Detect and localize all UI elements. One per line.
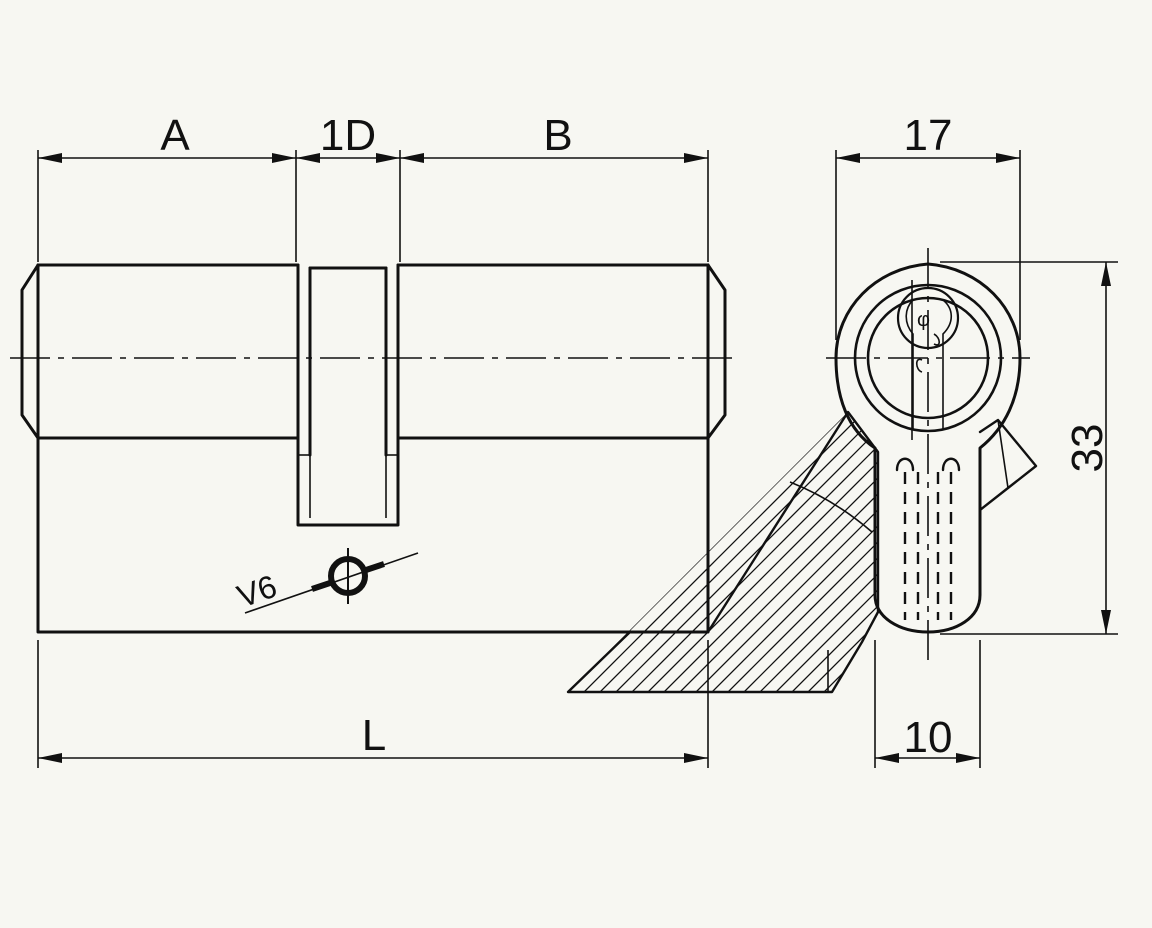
hatch-line	[928, 400, 1152, 700]
hatch-line	[896, 400, 1152, 700]
hatch-line	[568, 412, 797, 692]
dim-a-label: A	[160, 111, 190, 160]
hatch-line	[568, 412, 637, 692]
hatch-line	[80, 400, 380, 700]
hatch-line	[568, 412, 829, 692]
cylinder-profile-view: φ	[826, 248, 1038, 660]
hatch-line	[568, 412, 621, 692]
hatch-line	[944, 400, 1152, 700]
hatch-line	[568, 412, 733, 692]
hatch-line	[112, 400, 412, 700]
dimension-lines	[37, 150, 1118, 768]
hatch-line	[568, 412, 813, 692]
hatch-line	[719, 412, 878, 692]
hatch-line	[16, 400, 316, 700]
hatch-line	[1120, 400, 1152, 700]
hatch-line	[912, 400, 1152, 700]
hatch-line	[568, 412, 589, 692]
hatch-line	[568, 412, 749, 692]
hatch-line	[799, 412, 878, 692]
dim-1d-label: 1D	[320, 111, 376, 160]
svg-text:φ: φ	[917, 309, 930, 331]
hatch-line	[735, 412, 878, 692]
cylinder-side-view	[10, 263, 740, 634]
screw-hole: V6	[233, 548, 419, 615]
hatch-line	[568, 412, 845, 692]
hatch-line	[0, 400, 268, 700]
hatch-line	[1136, 400, 1152, 700]
hatch-line	[0, 400, 220, 700]
hatch-line	[687, 412, 878, 692]
hatch-line	[655, 412, 878, 692]
hatch-line	[568, 412, 701, 692]
hatch-line	[96, 400, 396, 700]
hatch-line	[607, 412, 878, 692]
hatch-line	[783, 412, 878, 692]
hatch-line	[575, 412, 877, 692]
hatch-line	[64, 400, 364, 700]
hatch-line	[767, 412, 878, 692]
hatch-line	[671, 412, 878, 692]
hatch-line	[960, 400, 1152, 700]
hatch-line	[240, 400, 540, 700]
screw-size-label: V6	[233, 568, 282, 615]
dim-l-label: L	[362, 711, 386, 760]
dim-width-label: 17	[904, 111, 953, 160]
hatch-line	[32, 400, 332, 700]
dim-bottom-label: 10	[904, 713, 953, 762]
hatch-line	[224, 400, 524, 700]
hatch-line	[176, 400, 476, 700]
hatch-line	[703, 412, 878, 692]
hatch-line	[0, 400, 300, 700]
hatch-line	[568, 412, 669, 692]
hatch-line	[568, 412, 765, 692]
hatch-line	[568, 412, 717, 692]
hatch-line	[568, 412, 573, 692]
hatch-line	[591, 412, 878, 692]
hatch-line	[208, 400, 508, 700]
dim-height-label: 33	[1063, 424, 1112, 473]
hatch-line	[128, 400, 428, 700]
hatch-line	[48, 400, 348, 700]
hatch-line	[568, 412, 685, 692]
hatch-line	[568, 412, 781, 692]
hatch-line	[0, 400, 284, 700]
hatch-line	[256, 400, 556, 700]
hatch-line	[639, 412, 878, 692]
hatch-line	[192, 400, 492, 700]
hatch-line	[0, 400, 236, 700]
dim-b-label: B	[543, 111, 572, 160]
hatch-line	[751, 412, 878, 692]
